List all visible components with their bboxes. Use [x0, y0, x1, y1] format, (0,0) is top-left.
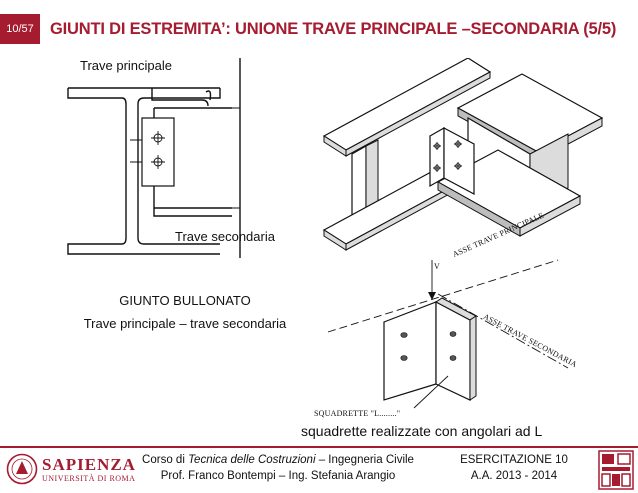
exercise-info: ESERCITAZIONE 10 A.A. 2013 - 2014: [450, 452, 578, 484]
professors: Prof. Franco Bontempi – Ing. Stefania Ar…: [160, 470, 396, 482]
university-subtitle: UNIVERSITÀ DI ROMA: [42, 474, 136, 483]
sapienza-seal-icon: [6, 453, 38, 485]
angle-cleats-label: SQUADRETTE "L........": [314, 409, 401, 418]
bolt-symbol-top: [151, 131, 165, 145]
isometric-connection-drawing: [322, 58, 603, 251]
footer-divider: [0, 446, 638, 448]
angle-cleats-detail-drawing: [327, 259, 569, 409]
university-name: SAPIENZA: [42, 455, 136, 474]
caption-angle-cleats: squadrette realizzate con angolari ad L: [301, 423, 543, 439]
academic-year: A.A. 2013 - 2014: [470, 470, 558, 482]
vertical-load-label: V: [434, 262, 440, 271]
caption-joint-subtitle: Trave principale – trave secondaria: [83, 316, 287, 331]
course-name: Tecnica delle Costruzioni: [188, 454, 316, 466]
slide-title: GIUNTI DI ESTREMITA’: UNIONE TRAVE PRINC…: [50, 20, 617, 38]
caption-joint-title: GIUNTO BULLONATO: [119, 293, 251, 308]
left-section-drawing: [67, 58, 241, 258]
label-main-beam: Trave principale: [80, 58, 173, 73]
bolt-symbol-bottom: [151, 155, 165, 169]
page-number: 10/57: [0, 14, 40, 44]
label-secondary-beam: Trave secondaria: [175, 229, 275, 244]
exercise-number: ESERCITAZIONE 10: [460, 454, 568, 466]
course-info: Corso di Tecnica delle Costruzioni – Ing…: [142, 454, 414, 482]
department-logo-icon: [598, 450, 634, 490]
